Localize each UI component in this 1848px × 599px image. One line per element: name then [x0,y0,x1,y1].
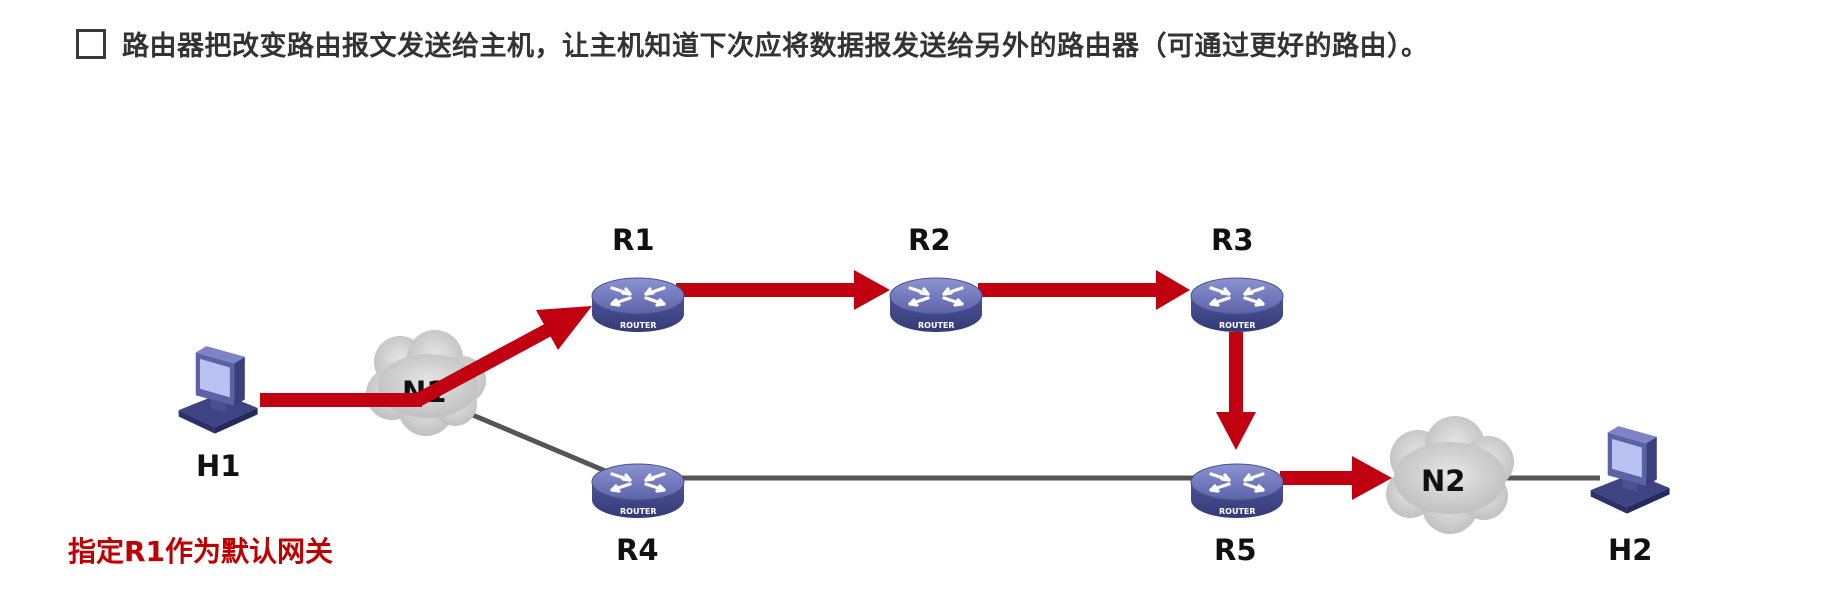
label-r2: R2 [908,223,951,257]
arrow-to-n2 [1352,456,1392,500]
label-h2: H2 [1608,533,1652,567]
label-r5: R5 [1214,533,1257,567]
router-r4: ROUTER [590,462,686,520]
arrow-to-r3 [1156,270,1190,310]
svg-text:ROUTER: ROUTER [620,321,657,330]
svg-text:ROUTER: ROUTER [1219,321,1256,330]
svg-text:ROUTER: ROUTER [1219,507,1256,516]
router-r5: ROUTER [1189,462,1285,520]
label-n2: N2 [1421,464,1465,498]
label-r1: R1 [612,223,655,257]
router-r1: ROUTER [590,276,686,334]
label-r4: R4 [616,533,659,567]
arrow-to-r5 [1216,412,1256,450]
route-path [260,270,1392,500]
router-r3: ROUTER [1189,276,1285,334]
arrow-to-r1 [536,306,592,350]
svg-text:ROUTER: ROUTER [918,321,955,330]
headline-text: 路由器把改变路由报文发送给主机，让主机知道下次应将数据报发送给另外的路由器（可通… [122,31,1429,62]
router-r2: ROUTER [888,276,984,334]
arrow-to-r2 [854,270,890,310]
label-h1: H1 [196,449,240,483]
computer-h2-icon [1590,426,1670,514]
default-gateway-note: 指定R1作为默认网关 [68,535,334,568]
svg-text:ROUTER: ROUTER [620,507,657,516]
computer-h1-icon [178,346,258,434]
checkbox[interactable] [76,28,106,59]
header: 路由器把改变路由报文发送给主机，让主机知道下次应将数据报发送给另外的路由器（可通… [76,24,1429,63]
cloud-n2 [1386,416,1514,534]
label-r3: R3 [1211,223,1254,257]
